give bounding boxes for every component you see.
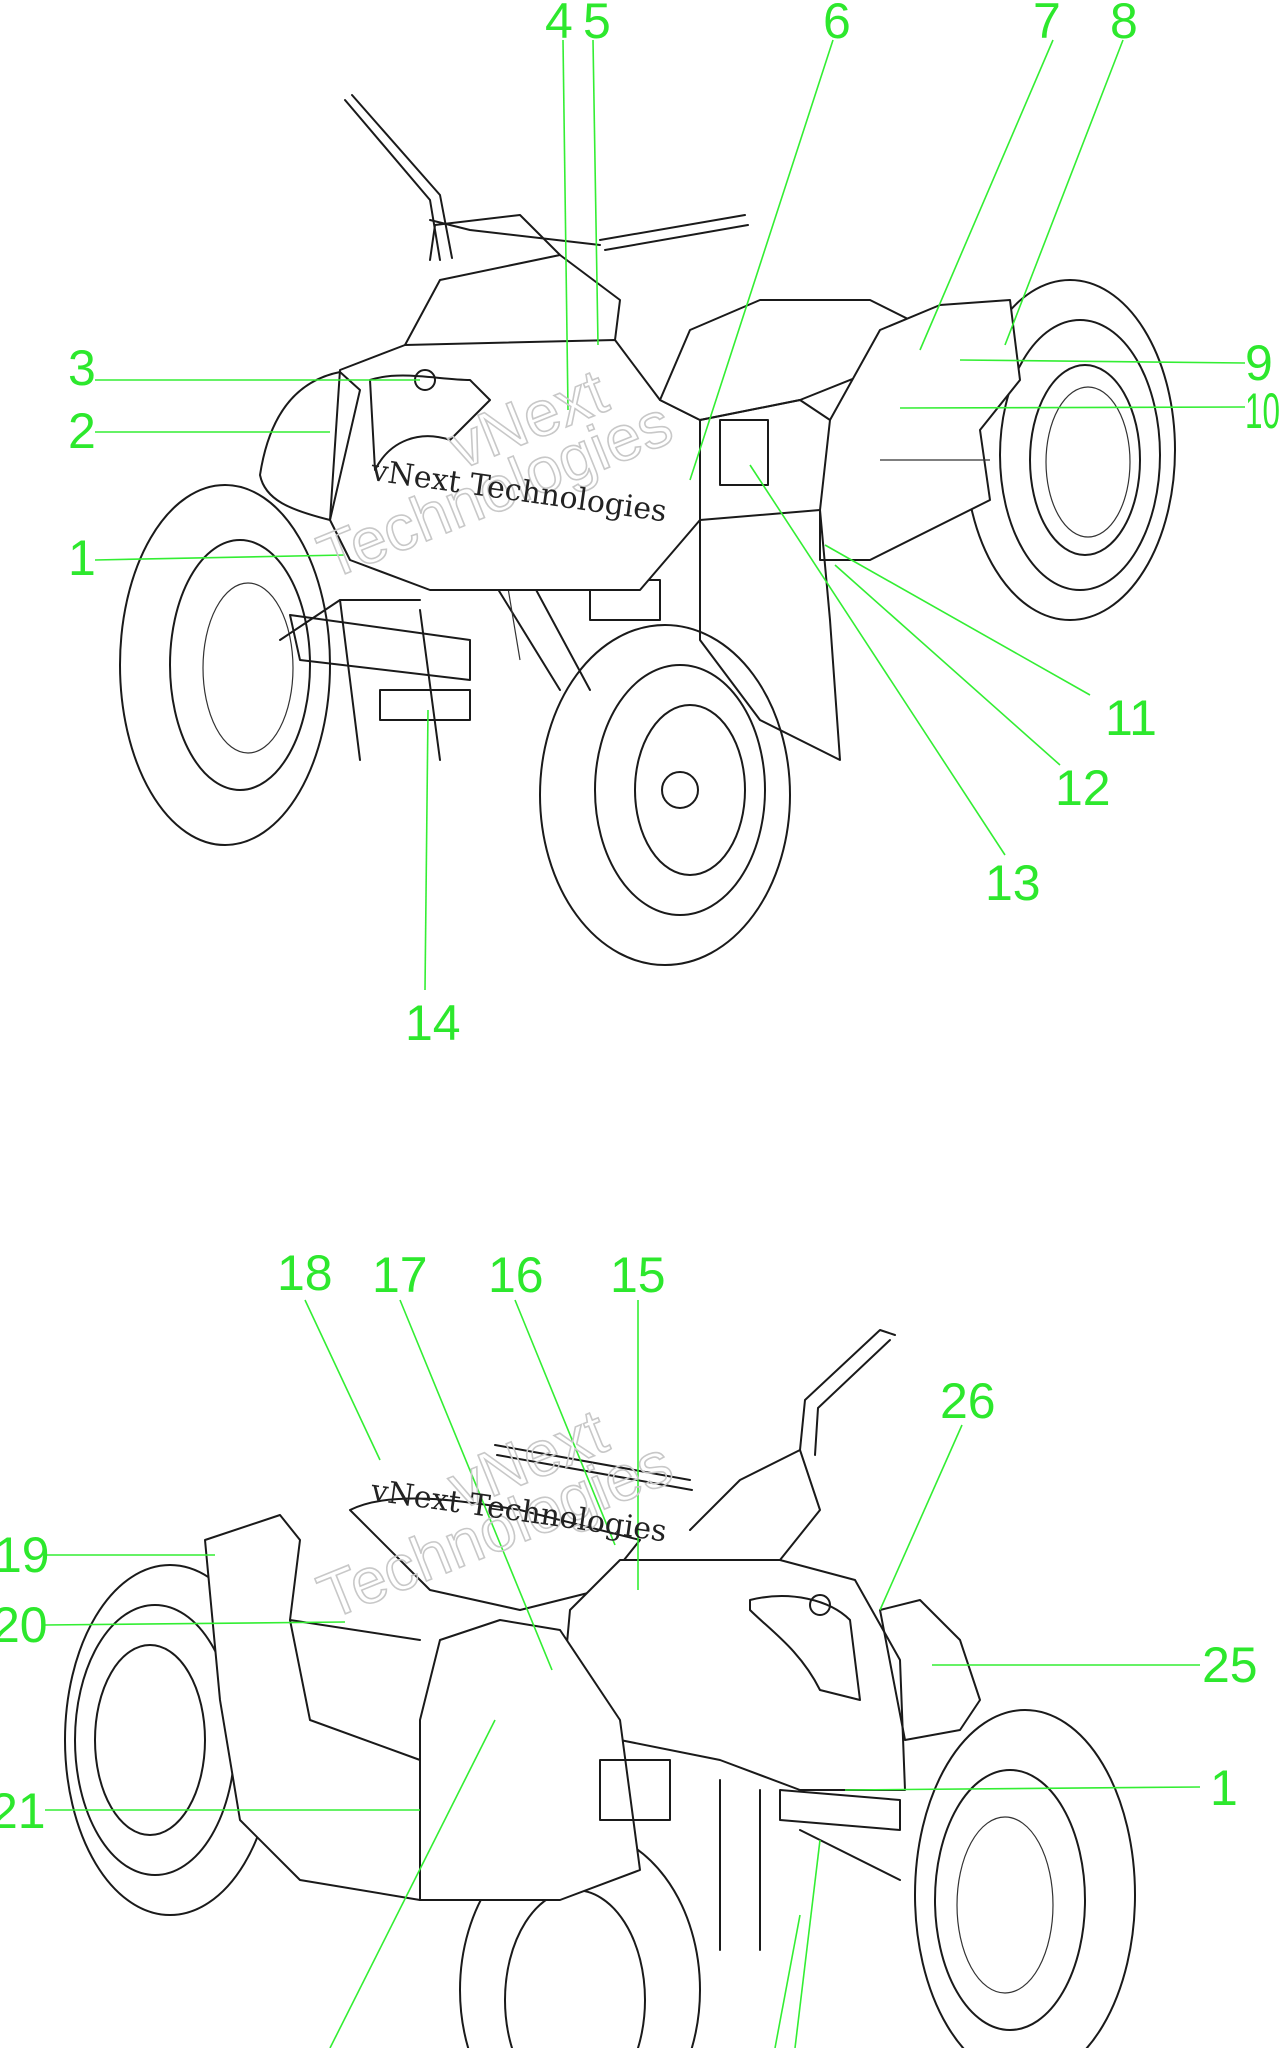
callout-6: 6 xyxy=(823,0,851,49)
side-panel xyxy=(419,1619,641,1901)
bottom-callout-labels: 18 17 16 15 26 19 20 25 21 1 xyxy=(0,1245,1258,1839)
callout-7: 7 xyxy=(1033,0,1061,49)
callout-25: 25 xyxy=(1202,1637,1258,1693)
callout-16: 16 xyxy=(488,1247,544,1303)
callout-5: 5 xyxy=(583,0,611,49)
callout-20: 20 xyxy=(0,1597,48,1653)
atv-front-right-view: 18 17 16 15 26 19 20 25 21 1 vNext Techn… xyxy=(0,1245,1258,2048)
top-leader-lines xyxy=(94,39,1246,991)
callout-21: 21 xyxy=(0,1783,46,1839)
top-callout-labels: 1 2 3 4 5 6 7 8 9 10 11 12 13 14 xyxy=(68,0,1280,1051)
front-frame-right xyxy=(599,1759,901,1951)
front-wheel-right xyxy=(914,1709,1136,2048)
front-right-wheel xyxy=(539,624,791,966)
callout-4: 4 xyxy=(545,0,573,49)
callout-1: 1 xyxy=(68,530,96,586)
callout-10: 10 xyxy=(1245,383,1280,439)
atv-front-left-view: 1 2 3 4 5 6 7 8 9 10 11 12 13 14 vNext T… xyxy=(68,0,1280,1051)
callout-15: 15 xyxy=(610,1247,666,1303)
callout-9: 9 xyxy=(1245,335,1273,391)
callout-14: 14 xyxy=(405,995,461,1051)
callout-18: 18 xyxy=(277,1245,333,1301)
handlebars xyxy=(344,94,749,261)
callout-19: 19 xyxy=(0,1527,50,1583)
front-frame xyxy=(279,539,661,761)
callout-26: 26 xyxy=(940,1373,996,1429)
callout-3: 3 xyxy=(68,340,96,396)
callout-12: 12 xyxy=(1055,760,1111,816)
front-left-wheel xyxy=(119,484,331,846)
footwell xyxy=(699,419,841,761)
bottom-leader-lines xyxy=(44,1299,1201,2048)
seat-rear-fender xyxy=(659,299,1021,561)
callout-13: 13 xyxy=(985,855,1041,911)
callout-2: 2 xyxy=(68,403,96,459)
handlebars-right xyxy=(494,1329,896,1491)
callout-11: 11 xyxy=(1105,690,1157,746)
callout-8: 8 xyxy=(1110,0,1138,49)
callout-17: 17 xyxy=(372,1247,428,1303)
callout-1-bottom: 1 xyxy=(1210,1760,1238,1816)
